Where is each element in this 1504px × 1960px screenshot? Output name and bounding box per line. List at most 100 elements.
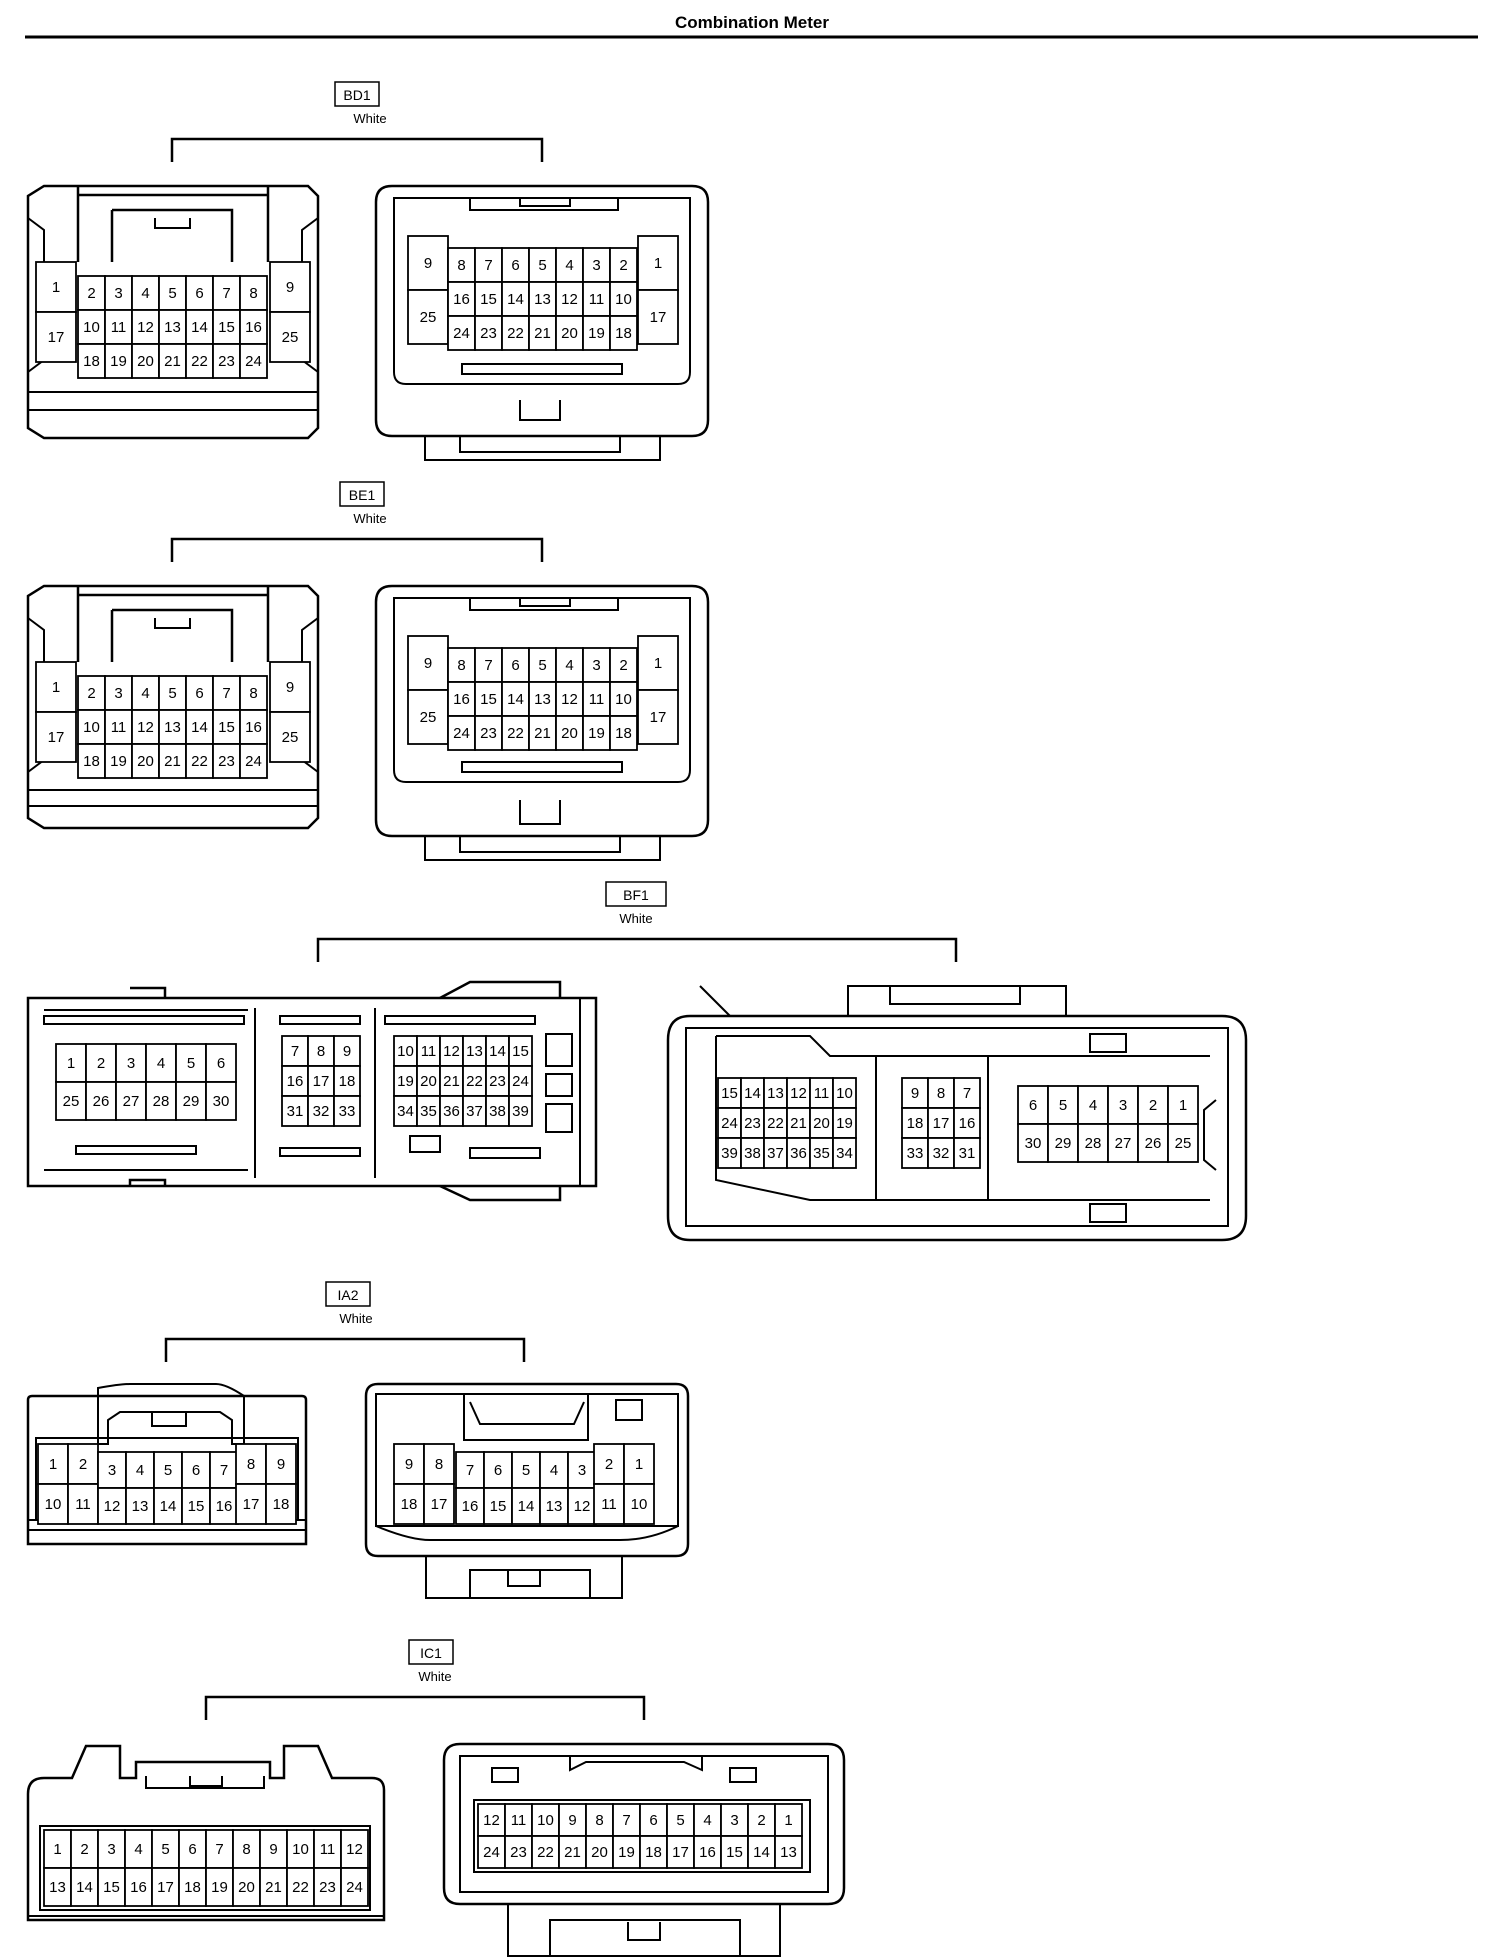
- terminal-pin: 1: [35, 261, 77, 313]
- terminal-pin: 1: [637, 235, 679, 291]
- svg-text:25: 25: [420, 309, 437, 326]
- svg-text:3: 3: [578, 1462, 586, 1479]
- svg-text:11: 11: [75, 1496, 91, 1513]
- terminal-pin: 20: [555, 315, 584, 351]
- svg-text:7: 7: [220, 1462, 228, 1479]
- svg-text:9: 9: [286, 279, 294, 296]
- svg-text:6: 6: [192, 1462, 200, 1479]
- terminal-pin: 24: [717, 1107, 742, 1139]
- svg-text:13: 13: [546, 1498, 563, 1515]
- terminal-pin: 25: [269, 311, 311, 363]
- svg-text:8: 8: [317, 1043, 325, 1060]
- svg-text:13: 13: [466, 1043, 483, 1060]
- pair-bracket: [170, 537, 544, 562]
- svg-text:11: 11: [320, 1841, 336, 1858]
- svg-text:2: 2: [605, 1456, 613, 1473]
- svg-text:5: 5: [161, 1841, 169, 1858]
- svg-text:1: 1: [784, 1812, 792, 1829]
- terminal-pin: 7: [212, 275, 241, 311]
- terminal-pin: 24: [239, 343, 268, 379]
- svg-text:15: 15: [188, 1498, 205, 1515]
- pair-bracket: [204, 1695, 646, 1720]
- svg-text:18: 18: [615, 325, 632, 342]
- connector-ic1: IC1 White: [26, 1639, 846, 1957]
- terminal-pin: 14: [740, 1077, 765, 1109]
- terminal-pin: 12: [131, 709, 160, 745]
- terminal-pin: 12: [340, 1829, 369, 1869]
- terminal-pin: 2: [85, 1043, 117, 1083]
- terminal-pin: 1: [623, 1443, 655, 1485]
- terminal-pin: 22: [501, 715, 530, 751]
- terminal-pin: 2: [593, 1443, 625, 1485]
- svg-text:3: 3: [108, 1462, 116, 1479]
- terminal-pin: 21: [439, 1065, 464, 1097]
- terminal-pin: 9: [407, 235, 449, 291]
- svg-text:24: 24: [721, 1115, 738, 1132]
- page-title: Combination Meter: [675, 13, 829, 32]
- terminal-pin: 16: [455, 1487, 485, 1525]
- terminal-pin: 25: [407, 289, 449, 345]
- terminal-pin: 6: [181, 1451, 211, 1489]
- svg-text:5: 5: [168, 685, 176, 702]
- terminal-pin: 14: [501, 281, 530, 317]
- svg-text:18: 18: [83, 753, 100, 770]
- svg-text:1: 1: [654, 255, 662, 272]
- terminal-pin: 10: [77, 709, 106, 745]
- svg-text:24: 24: [483, 1844, 500, 1861]
- terminal-pin: 11: [104, 309, 133, 345]
- svg-text:8: 8: [242, 1841, 250, 1858]
- terminal-pin: 31: [281, 1095, 309, 1127]
- svg-text:12: 12: [346, 1841, 363, 1858]
- terminal-pin: 17: [637, 689, 679, 745]
- svg-text:2: 2: [1149, 1097, 1157, 1114]
- pair-bracket: [170, 137, 544, 162]
- terminal-pin: 8: [235, 1443, 267, 1485]
- terminal-pin: 14: [70, 1867, 99, 1907]
- terminal-pin: 24: [447, 715, 476, 751]
- svg-text:1: 1: [52, 679, 60, 696]
- terminal-pin: 8: [927, 1077, 955, 1109]
- svg-text:12: 12: [137, 319, 154, 336]
- terminal-pin: 2: [609, 247, 638, 283]
- svg-text:3: 3: [592, 657, 600, 674]
- terminal-pin: 3: [115, 1043, 147, 1083]
- svg-text:2: 2: [87, 685, 95, 702]
- terminal-pin: 14: [485, 1035, 510, 1067]
- terminal-pin: 26: [85, 1081, 117, 1121]
- svg-text:7: 7: [622, 1812, 630, 1829]
- svg-text:14: 14: [160, 1498, 177, 1515]
- svg-text:15: 15: [480, 291, 497, 308]
- terminal-pin: 15: [97, 1867, 126, 1907]
- terminal-pin: 11: [809, 1077, 834, 1109]
- terminal-pin: 10: [832, 1077, 857, 1109]
- terminal-pin: 20: [809, 1107, 834, 1139]
- svg-text:3: 3: [1119, 1097, 1127, 1114]
- svg-text:9: 9: [269, 1841, 277, 1858]
- svg-text:8: 8: [595, 1812, 603, 1829]
- svg-text:5: 5: [164, 1462, 172, 1479]
- svg-text:22: 22: [507, 725, 524, 742]
- svg-text:10: 10: [537, 1812, 554, 1829]
- terminal-pin: 12: [786, 1077, 811, 1109]
- svg-text:15: 15: [726, 1844, 743, 1861]
- svg-text:7: 7: [466, 1462, 474, 1479]
- terminal-pin: 24: [340, 1867, 369, 1907]
- terminal-pin: 4: [693, 1803, 722, 1837]
- terminal-pin: 16: [447, 681, 476, 717]
- svg-text:6: 6: [195, 285, 203, 302]
- terminal-pin: 14: [185, 709, 214, 745]
- terminal-pin: 13: [125, 1487, 155, 1525]
- svg-text:4: 4: [703, 1812, 711, 1829]
- svg-text:8: 8: [457, 657, 465, 674]
- svg-text:19: 19: [618, 1844, 635, 1861]
- svg-text:1: 1: [654, 655, 662, 672]
- svg-text:23: 23: [480, 325, 497, 342]
- svg-text:21: 21: [534, 725, 551, 742]
- male-housing: [26, 980, 598, 1202]
- terminal-pin: 6: [501, 647, 530, 683]
- svg-text:14: 14: [76, 1879, 93, 1896]
- svg-text:19: 19: [110, 353, 127, 370]
- terminal-pin: 7: [205, 1829, 234, 1869]
- terminal-pin: 21: [259, 1867, 288, 1907]
- female-housing: [374, 584, 710, 861]
